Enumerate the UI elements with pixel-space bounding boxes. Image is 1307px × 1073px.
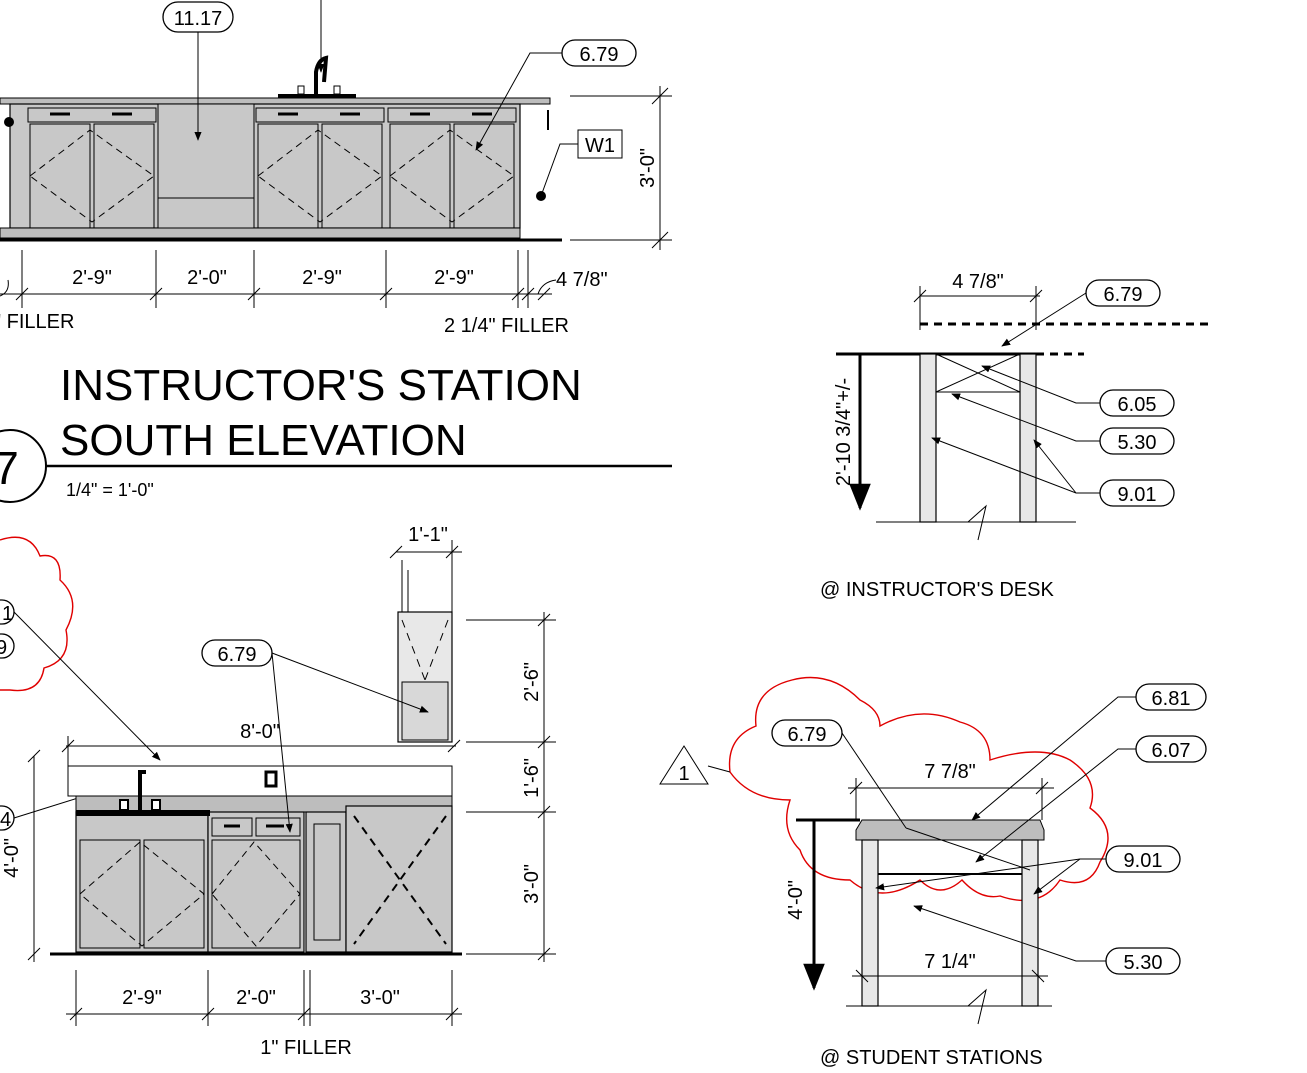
elevation-b: 1 9 4 6.79 <box>0 524 556 1059</box>
v-dim-1-6: 1'-6" <box>521 758 543 798</box>
student-width-bottom: 7 1/4" <box>924 951 976 973</box>
dim-b-1: 2'-9" <box>122 987 162 1009</box>
height-dim-4-0-b: 4'-0" <box>1 838 23 878</box>
width-dim-8-0: 8'-0" <box>240 721 280 743</box>
revision-cloud-right <box>728 676 1109 902</box>
student-tag-6-07: 6.07 <box>1152 740 1191 762</box>
revision-number: 1 <box>678 763 689 785</box>
title-line-2: SOUTH ELEVATION <box>60 416 467 465</box>
detail-instructors-desk: 4 7/8" 2'-10 3/4"+/- 6.79 6.05 5.30 9.01… <box>820 271 1210 601</box>
student-caption: @ STUDENT STATIONS <box>820 1047 1043 1069</box>
desk-tag-6-05: 6.05 <box>1118 394 1157 416</box>
height-dim-3-0: 3'-0" <box>637 148 659 188</box>
tag-6-79-top: 6.79 <box>580 44 619 66</box>
student-height: 4'-0" <box>785 880 807 920</box>
dim-b-2: 2'-0" <box>236 987 276 1009</box>
v-dim-3-0: 3'-0" <box>521 864 543 904</box>
student-tag-5-30: 5.30 <box>1124 952 1163 974</box>
instructor-station-elevation: 11.17 6.79 W1 3'-0" 2'-9" 2'-0" 2'-9" 2'… <box>0 0 672 337</box>
tag-partial-4: 4 <box>0 809 11 831</box>
cabinet-doors <box>27 103 517 229</box>
dim-a-3: 2'-9" <box>302 267 342 289</box>
filler-b: 1" FILLER <box>260 1037 352 1059</box>
dim-a-4: 2'-9" <box>434 267 474 289</box>
detail-student-stations: 1 7 7/8" 4'-0" 7 1/4" 6.81 6.07 6.79 9.0… <box>659 676 1207 1069</box>
countertop <box>0 97 551 105</box>
dim-a-1: 2'-9" <box>72 267 112 289</box>
view-number: 7 <box>0 442 19 494</box>
revision-cloud-left <box>0 536 74 692</box>
desk-tag-6-79: 6.79 <box>1104 284 1143 306</box>
student-tag-6-81: 6.81 <box>1152 688 1191 710</box>
dim-b-3: 3'-0" <box>360 987 400 1009</box>
toe-kick <box>0 227 521 239</box>
desk-caption: @ INSTRUCTOR'S DESK <box>820 579 1054 601</box>
dim-a-2: 2'-0" <box>187 267 227 289</box>
top-dim-1-1: 1'-1" <box>408 524 448 546</box>
tag-partial-9: 9 <box>0 637 7 659</box>
student-width-top: 7 7/8" <box>924 761 976 783</box>
tag-w1: W1 <box>585 135 615 157</box>
title-line-1: INSTRUCTOR'S STATION <box>60 361 582 410</box>
desk-height: 2'-10 3/4"+/- <box>833 378 855 486</box>
filler-left: " FILLER <box>0 311 74 333</box>
faucet <box>278 55 356 98</box>
tag-partial-1: 1 <box>2 603 13 625</box>
tag-6-79-b: 6.79 <box>218 644 257 666</box>
dim-a-edge: 4 7/8" <box>556 269 608 291</box>
student-tag-6-79: 6.79 <box>788 724 827 746</box>
view-title: INSTRUCTOR'S STATION SOUTH ELEVATION 7 1… <box>0 361 672 503</box>
v-dim-2-6: 2'-6" <box>521 662 543 702</box>
base-cabinet-run <box>9 103 521 229</box>
revision-delta <box>659 745 709 785</box>
view-scale: 1/4" = 1'-0" <box>66 480 154 500</box>
desk-tag-5-30: 5.30 <box>1118 432 1157 454</box>
desk-width: 4 7/8" <box>952 271 1004 293</box>
filler-right: 2 1/4" FILLER <box>444 315 569 337</box>
student-countertop <box>855 819 1045 841</box>
desk-tag-9-01: 9.01 <box>1118 484 1157 506</box>
view-number-bubble <box>0 429 47 503</box>
student-tag-9-01: 9.01 <box>1124 850 1163 872</box>
tag-11-17: 11.17 <box>174 8 223 30</box>
